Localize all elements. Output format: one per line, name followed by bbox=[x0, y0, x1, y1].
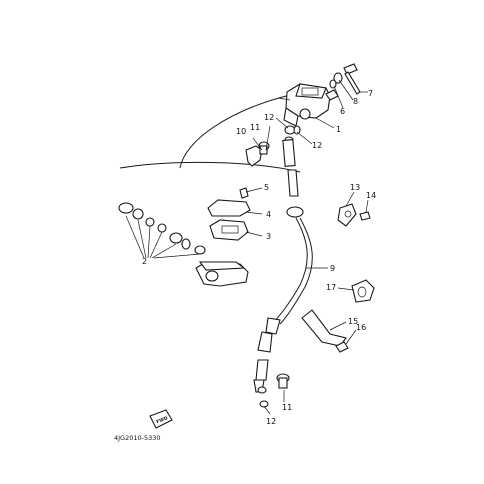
callout-12-upper-right: 12 bbox=[312, 141, 322, 150]
callout-2: 2 bbox=[142, 257, 147, 266]
master-cylinder-assembly bbox=[277, 83, 339, 127]
screw-14 bbox=[359, 211, 371, 221]
bolt-7 bbox=[343, 63, 361, 95]
callout-12-lower: 12 bbox=[266, 417, 276, 426]
hose-guide-13 bbox=[337, 203, 357, 227]
callout-9: 9 bbox=[330, 264, 335, 273]
washer-12-lower-a bbox=[257, 386, 267, 394]
fwd-direction-tag: FWD bbox=[149, 409, 173, 429]
callout-12-upper-left: 12 bbox=[264, 113, 274, 122]
callout-7: 7 bbox=[368, 89, 373, 98]
master-cylinder-kit-inset bbox=[195, 199, 251, 287]
callout-8: 8 bbox=[353, 97, 358, 106]
bracket-15 bbox=[301, 309, 347, 347]
callout-1: 1 bbox=[336, 125, 341, 134]
kit-bracket-lines bbox=[125, 215, 201, 259]
callout-3: 3 bbox=[266, 232, 271, 241]
leader-curve bbox=[179, 94, 291, 169]
bolt-16 bbox=[335, 341, 349, 353]
fwd-label: FWD bbox=[156, 415, 169, 425]
callout-11-upper: 11 bbox=[250, 123, 260, 132]
callout-13: 13 bbox=[350, 183, 360, 192]
callout-16: 16 bbox=[356, 323, 366, 332]
screw-5 bbox=[239, 187, 249, 199]
bolt-11-lower bbox=[276, 373, 290, 389]
callout-4: 4 bbox=[266, 210, 271, 219]
brake-hose-9 bbox=[253, 139, 313, 393]
callout-11-lower: 11 bbox=[282, 403, 292, 412]
callout-10: 10 bbox=[236, 127, 246, 136]
callout-6: 6 bbox=[340, 107, 345, 116]
washer-8 bbox=[333, 72, 343, 84]
cover-10 bbox=[245, 145, 263, 167]
washer-12-lower-b bbox=[259, 400, 269, 408]
inset-boundary-line bbox=[119, 161, 301, 173]
callout-17: 17 bbox=[326, 283, 336, 292]
leader-lines bbox=[245, 79, 369, 415]
piston-kit-2 bbox=[118, 202, 206, 255]
drawing-code: 4JG2010-5330 bbox=[114, 434, 161, 442]
callout-15: 15 bbox=[348, 317, 358, 326]
callout-5: 5 bbox=[264, 183, 269, 192]
clamp-17 bbox=[351, 279, 375, 303]
callout-14: 14 bbox=[366, 191, 376, 200]
washer-6 bbox=[329, 79, 337, 89]
